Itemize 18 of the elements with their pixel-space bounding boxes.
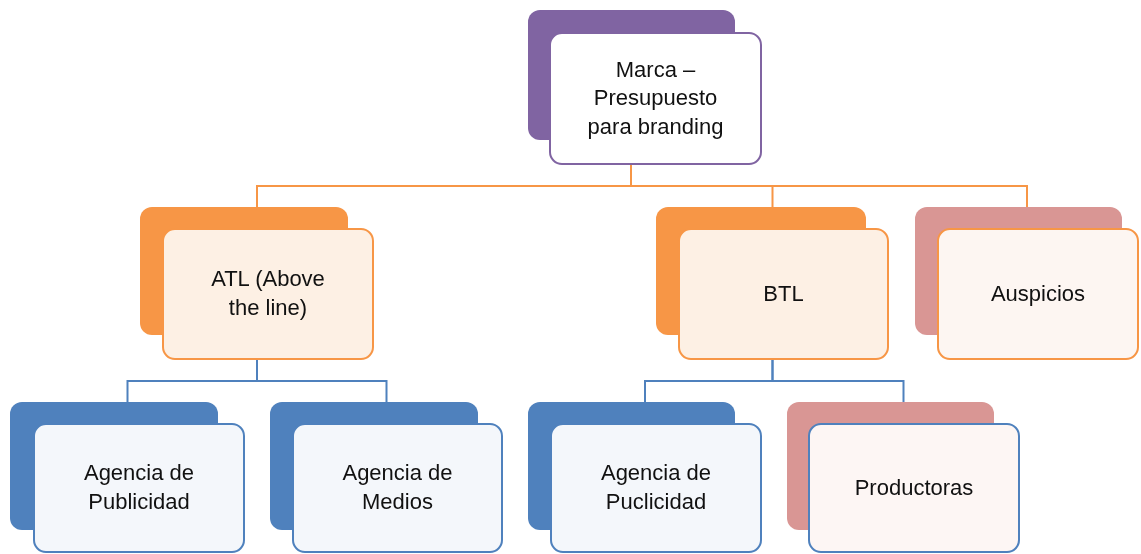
org-chart-box (656, 207, 889, 360)
org-chart-box (915, 207, 1139, 360)
org-chart-box (787, 402, 1020, 553)
org-chart-box (528, 402, 762, 553)
org-chart-box (528, 10, 762, 165)
box-label: Agencia de Medios (341, 459, 454, 516)
org-chart-box (10, 402, 245, 553)
box-label: BTL (763, 279, 804, 308)
box-label: ATL (Above the line) (210, 265, 326, 322)
box-label: Agencia de Puclicidad (599, 459, 713, 516)
org-chart-box (140, 207, 374, 360)
box-label: Agencia de Publicidad (82, 459, 196, 516)
org-chart-box (270, 402, 503, 553)
connector-line (771, 359, 905, 403)
connector-line (256, 359, 388, 403)
box-label: Productoras (854, 473, 974, 502)
box-label: Marca – Presupuesto para branding (586, 55, 725, 141)
box-label: Auspicios (990, 279, 1086, 308)
